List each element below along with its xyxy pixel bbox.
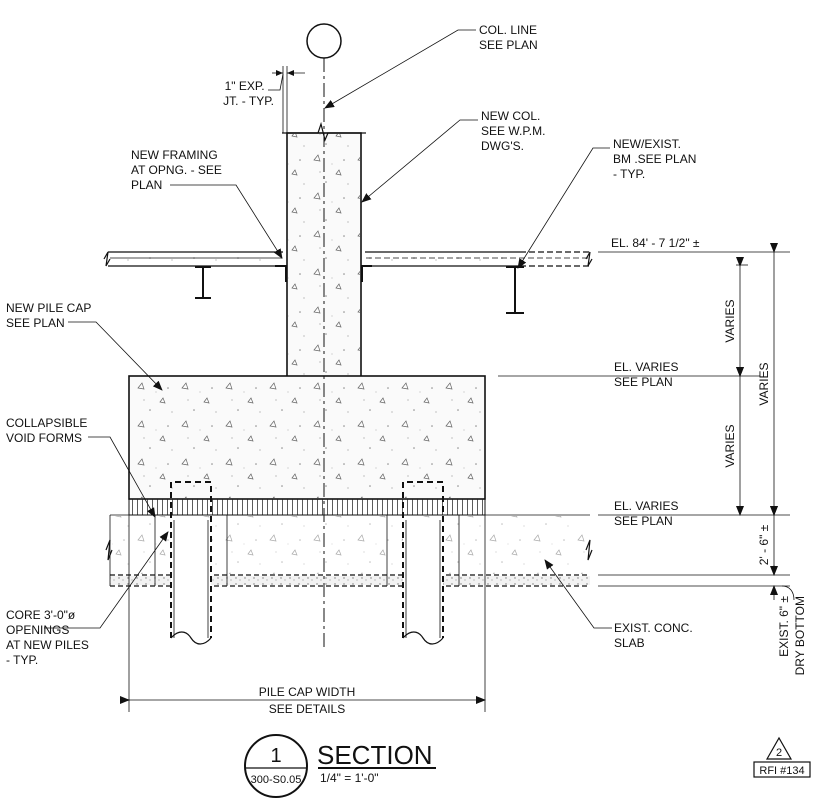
new-exist-beam-label: NEW/EXIST. BM .SEE PLAN - TYP.: [613, 137, 700, 181]
pile-cap-width-dim: [120, 505, 486, 712]
col-line-label: COL. LINE SEE PLAN: [479, 23, 540, 52]
revision-number: 2: [776, 747, 782, 759]
elevation-lines: [498, 251, 790, 587]
elevation-varies-label-2: EL. VARIES SEE PLAN: [614, 499, 682, 528]
collapsible-void-label: COLLAPSIBLE VOID FORMS: [6, 416, 91, 445]
revision-tag: 2 RFI #134: [753, 736, 811, 778]
floor-slab-left: [103, 251, 283, 267]
pile-left: [154, 481, 228, 645]
new-pile-cap-label: NEW PILE CAP SEE PLAN: [6, 301, 94, 330]
core-openings-label: CORE 3'-0"ø OPENINGS AT NEW PILES - TYP.: [6, 608, 92, 667]
dim-varies-total-text: VARIES: [757, 362, 771, 405]
section-number: 1: [270, 745, 281, 767]
beam-left: [195, 266, 211, 299]
pile-cap-width-label: PILE CAP WIDTH: [259, 685, 355, 699]
section-sheet-ref: 300-S0.05: [251, 774, 302, 786]
void-forms: [128, 498, 486, 516]
column-grid-line: [306, 23, 342, 650]
pile-cap: [128, 375, 486, 500]
revision-label: RFI #134: [759, 765, 804, 777]
elevation-top-label: EL. 84' - 7 1/2" ±: [611, 236, 700, 250]
dim-varies-upper-text: VARIES: [723, 299, 737, 342]
pile-right: [386, 481, 460, 645]
pile-cap-width-sublabel: SEE DETAILS: [269, 702, 345, 716]
section-bubble: [244, 734, 308, 798]
new-col-label: NEW COL. SEE W.P.M. DWG'S.: [481, 109, 549, 153]
new-framing-angles: [275, 265, 372, 282]
section-title: SECTION: [317, 740, 433, 770]
exp-joint-label: 1" EXP. JT. - TYP.: [223, 79, 274, 108]
dimension-exist-6: [770, 565, 795, 601]
leaders: [44, 29, 612, 629]
dry-bottom-text: DRY BOTTOM: [793, 596, 807, 675]
beam-right: [506, 266, 524, 314]
new-framing-label: NEW FRAMING AT OPNG. - SEE PLAN: [131, 148, 225, 192]
section-scale: 1/4" = 1'-0": [320, 771, 379, 785]
elevation-varies-label-1: EL. VARIES SEE PLAN: [614, 360, 682, 389]
dim-2-6-text: 2' - 6" ±: [757, 524, 771, 565]
expansion-joint-dim: [272, 66, 305, 133]
grid-bubble: [306, 23, 342, 59]
revision-triangle-icon: [765, 736, 793, 760]
dim-exist-6-text: EXIST. 6" ±: [777, 596, 791, 657]
exist-slab-label: EXIST. CONC. SLAB: [614, 621, 696, 650]
section-title-block: 1 300-S0.05 SECTION 1/4" = 1'-0": [244, 734, 436, 798]
floor-slab-right: [365, 251, 593, 267]
dim-varies-lower-text: VARIES: [723, 424, 737, 467]
